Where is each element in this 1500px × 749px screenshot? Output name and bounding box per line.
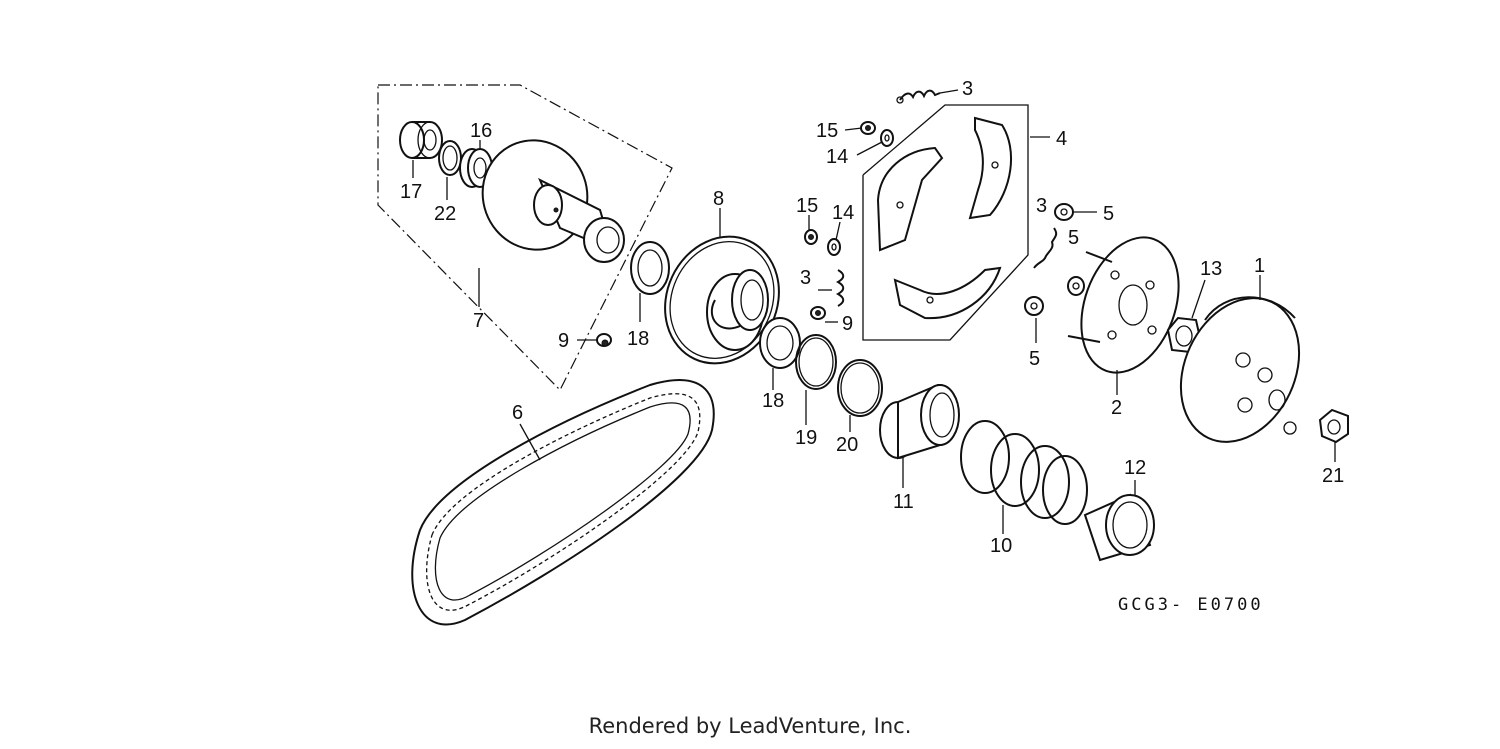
callout-5-a: 5	[1103, 203, 1114, 225]
leader-lines	[412, 89, 1336, 534]
part-14-washer-upper[interactable]	[880, 129, 894, 147]
callout-22: 22	[434, 203, 456, 225]
part-7-driven-face[interactable]	[467, 126, 625, 265]
callout-15-b: 15	[796, 195, 818, 217]
callout-13: 13	[1200, 258, 1222, 280]
callout-3-a: 3	[962, 78, 973, 100]
part-8-movable-driven-face[interactable]	[645, 218, 800, 382]
callout-18-a: 18	[627, 328, 649, 350]
part-2-drive-plate[interactable]	[1064, 224, 1196, 386]
part-3-spring-middle[interactable]	[835, 269, 845, 307]
callout-5-b: 5	[1068, 227, 1079, 249]
callout-9-b: 9	[842, 313, 853, 335]
callout-9-a: 9	[558, 330, 569, 352]
part-5-collar-c[interactable]	[1024, 296, 1044, 316]
part-18-oil-seal-b[interactable]	[759, 317, 801, 369]
part-9-pin-b[interactable]	[810, 306, 826, 320]
part-10-driven-spring[interactable]	[960, 420, 1088, 525]
callout-1: 1	[1254, 255, 1265, 277]
part-15-nut-upper[interactable]	[860, 121, 876, 135]
part-14-washer-lower[interactable]	[827, 238, 841, 256]
callout-labels: 17 22 16 7 8 18 9 6 18 19 20 11 10 12 15…	[400, 78, 1344, 615]
callout-10: 10	[990, 535, 1012, 557]
callout-6: 6	[512, 402, 523, 424]
callout-7: 7	[473, 310, 484, 332]
callout-18-b: 18	[762, 390, 784, 412]
callout-14-a: 14	[826, 146, 848, 168]
diagram-code: GCG3- E0700	[1118, 595, 1264, 615]
callout-16: 16	[470, 120, 492, 142]
part-19-o-ring[interactable]	[795, 334, 837, 390]
callout-4: 4	[1056, 128, 1067, 150]
callout-3-c: 3	[1036, 195, 1047, 217]
part-3-spring-right[interactable]	[1033, 227, 1058, 269]
assembly-4-outline	[862, 104, 1029, 341]
part-9-pin-a[interactable]	[596, 333, 612, 347]
callout-2: 2	[1111, 397, 1122, 419]
callout-20: 20	[836, 434, 858, 456]
callout-19: 19	[795, 427, 817, 449]
part-20-o-ring[interactable]	[837, 359, 883, 417]
part-21-nut[interactable]	[1318, 408, 1349, 444]
part-5-collar-b[interactable]	[1067, 276, 1085, 296]
part-3-spring-top[interactable]	[896, 89, 941, 104]
part-12-collar[interactable]	[1083, 493, 1155, 562]
callout-17: 17	[400, 181, 422, 203]
part-11-spring-seat[interactable]	[879, 383, 960, 460]
part-18-oil-seal-a[interactable]	[630, 241, 670, 295]
footer-credit: Rendered by LeadVenture, Inc.	[588, 714, 912, 738]
part-6-drive-belt[interactable]	[411, 379, 715, 626]
callout-5-c: 5	[1029, 348, 1040, 370]
callout-21: 21	[1322, 465, 1344, 487]
part-15-nut-lower[interactable]	[804, 229, 818, 245]
part-17-needle-bearing[interactable]	[399, 121, 443, 159]
assembly-7-outline	[377, 84, 673, 392]
callout-8: 8	[713, 188, 724, 210]
callout-3-b: 3	[800, 267, 811, 289]
callout-15-a: 15	[816, 120, 838, 142]
callout-11: 11	[893, 491, 914, 513]
part-1-clutch-outer[interactable]	[1158, 279, 1321, 461]
part-4-clutch-shoes[interactable]	[876, 116, 1013, 320]
part-22-circlip[interactable]	[438, 140, 462, 176]
callout-14-b: 14	[832, 202, 854, 224]
callout-12: 12	[1124, 457, 1146, 479]
part-5-collar-a[interactable]	[1054, 203, 1074, 221]
